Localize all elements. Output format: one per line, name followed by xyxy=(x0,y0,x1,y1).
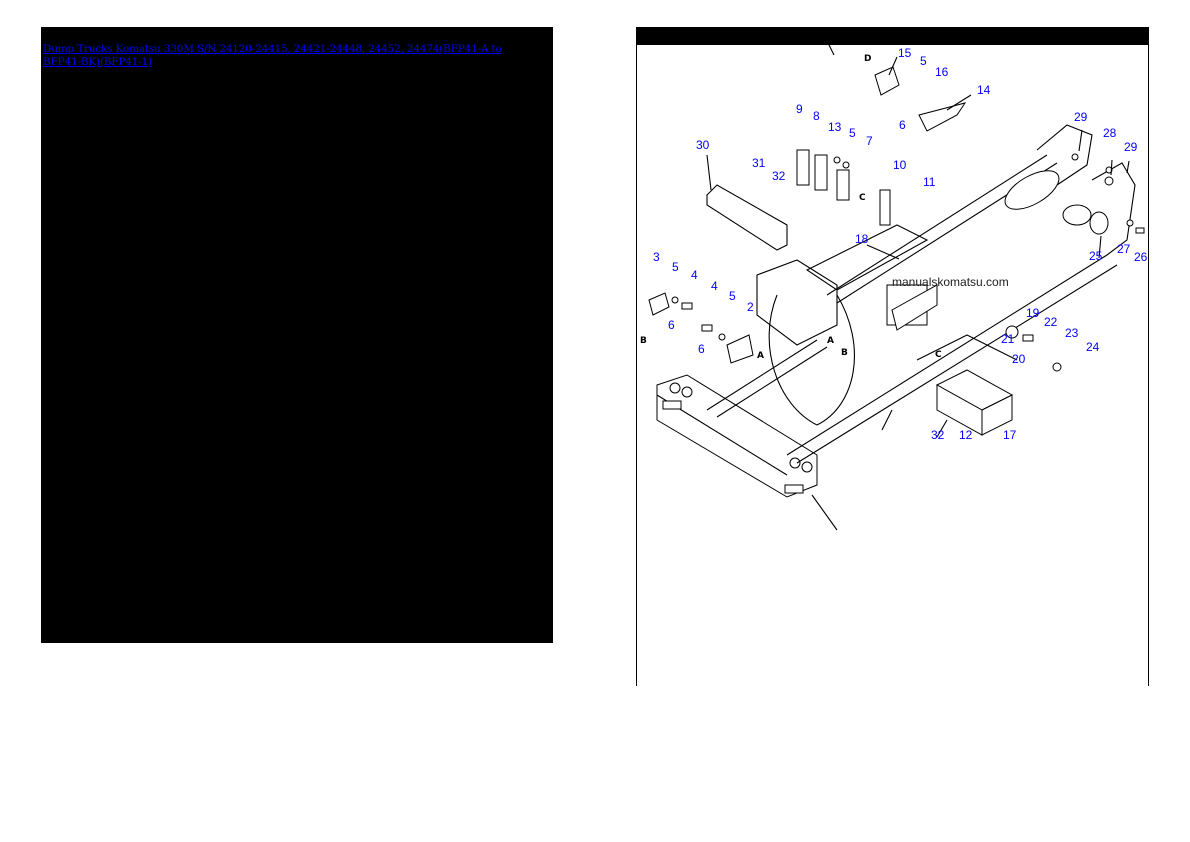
svg-text:17: 17 xyxy=(1003,428,1017,442)
svg-text:6: 6 xyxy=(899,118,906,132)
svg-text:31: 31 xyxy=(752,156,766,170)
svg-text:21: 21 xyxy=(1001,332,1015,346)
frame-drawing xyxy=(648,44,1145,531)
svg-text:25: 25 xyxy=(1089,249,1103,263)
svg-text:6: 6 xyxy=(668,318,675,332)
svg-text:5: 5 xyxy=(729,289,736,303)
svg-text:A: A xyxy=(827,336,834,346)
svg-text:8: 8 xyxy=(813,109,820,123)
diagram-header-bar xyxy=(637,27,1148,45)
svg-text:10: 10 xyxy=(893,158,907,172)
svg-text:12: 12 xyxy=(959,428,973,442)
svg-text:29: 29 xyxy=(1074,110,1088,124)
svg-text:23: 23 xyxy=(1065,326,1079,340)
svg-text:28: 28 xyxy=(1103,126,1117,140)
svg-text:22: 22 xyxy=(1044,315,1058,329)
svg-text:3: 3 xyxy=(653,250,660,264)
svg-text:2: 2 xyxy=(747,300,754,314)
svg-text:5: 5 xyxy=(849,126,856,140)
svg-text:30: 30 xyxy=(696,138,710,152)
watermark-text: manualskomatsu.com xyxy=(892,275,1009,289)
svg-text:32: 32 xyxy=(931,428,945,442)
svg-text:4: 4 xyxy=(691,268,698,282)
svg-text:27: 27 xyxy=(1117,242,1131,256)
svg-text:16: 16 xyxy=(935,65,949,79)
svg-text:20: 20 xyxy=(1012,352,1026,366)
svg-text:B: B xyxy=(640,336,647,346)
svg-text:5: 5 xyxy=(920,54,927,68)
svg-text:24: 24 xyxy=(1086,340,1100,354)
svg-text:26: 26 xyxy=(1134,250,1147,264)
svg-text:A: A xyxy=(757,351,764,361)
svg-text:D: D xyxy=(864,54,871,64)
description-panel: Dump Trucks Komatsu 330M S/N 24120-24415… xyxy=(41,27,553,643)
svg-text:13: 13 xyxy=(828,120,842,134)
svg-text:5: 5 xyxy=(672,260,679,274)
svg-text:6: 6 xyxy=(698,342,705,356)
svg-text:15: 15 xyxy=(898,46,912,60)
svg-text:9: 9 xyxy=(796,102,803,116)
svg-text:29: 29 xyxy=(1124,140,1138,154)
svg-text:19: 19 xyxy=(1026,306,1040,320)
svg-text:32: 32 xyxy=(772,169,786,183)
svg-text:7: 7 xyxy=(866,134,873,148)
parts-catalog-title-link[interactable]: Dump Trucks Komatsu 330M S/N 24120-24415… xyxy=(43,43,502,68)
callout-labels: 15 5 16 14 6 9 8 13 5 7 10 11 30 31 32 2… xyxy=(653,46,1148,442)
svg-text:C: C xyxy=(859,193,866,203)
svg-text:C: C xyxy=(935,350,942,360)
svg-text:4: 4 xyxy=(711,279,718,293)
frame-parts-diagram: manualskomatsu.com D C B A A B C 15 5 16… xyxy=(637,44,1148,685)
svg-text:14: 14 xyxy=(977,83,991,97)
diagram-panel: manualskomatsu.com D C B A A B C 15 5 16… xyxy=(636,27,1149,686)
svg-text:18: 18 xyxy=(855,232,869,246)
svg-text:11: 11 xyxy=(923,175,936,189)
svg-text:B: B xyxy=(841,348,848,358)
